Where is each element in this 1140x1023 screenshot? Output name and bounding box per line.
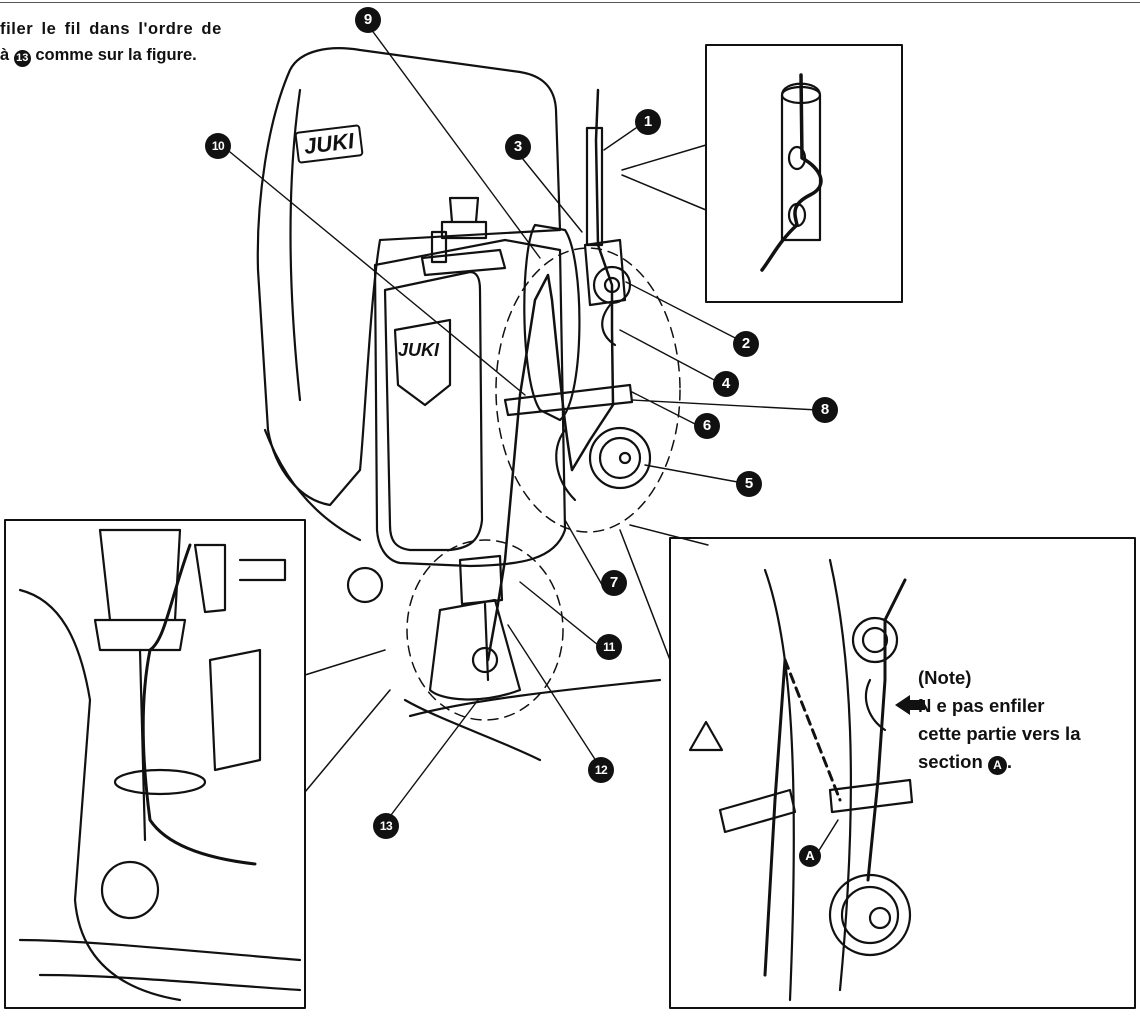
inset-thread-solid: [763, 578, 907, 977]
leader-lines: [229, 24, 819, 824]
cover-edge: [289, 88, 302, 402]
thread-path: [486, 88, 615, 662]
arrow-left-icon: [895, 695, 925, 715]
callout-3: 3: [505, 134, 531, 160]
callout-8: 8: [812, 397, 838, 423]
presser-foot: [428, 598, 522, 701]
plate-brand-logo: JUKI: [398, 340, 440, 360]
callout-7: 7: [601, 570, 627, 596]
note-title: (Note): [918, 667, 972, 688]
step-13-badge: 13: [13, 50, 31, 67]
take-up-lever: [523, 223, 581, 422]
needle-guide-ring: [471, 646, 499, 674]
callout-10: 10: [205, 133, 231, 159]
inset-thread: [760, 73, 823, 272]
inset-top-right: [705, 44, 903, 303]
tension-disc-lower: [588, 426, 652, 490]
cover-lower: [263, 428, 362, 542]
callout-13: 13: [373, 813, 399, 839]
callout-2: 2: [733, 331, 759, 357]
callout-9: 9: [355, 7, 381, 33]
callout-11: 11: [596, 634, 622, 660]
inset-base: [18, 938, 302, 992]
callout-4: 4: [713, 371, 739, 397]
bed: [403, 678, 662, 762]
inset-guide-pin: [718, 778, 914, 834]
warning-triangle-icon: [688, 720, 724, 752]
needle: [483, 602, 490, 682]
callout-6: 6: [694, 413, 720, 439]
zoom-circle-needle: [406, 539, 564, 721]
inset-bracket: [193, 543, 287, 614]
inset-pointer-a: [817, 819, 839, 853]
inset-thread-dashed: [783, 658, 842, 802]
guide-bar-8: [503, 383, 634, 417]
callout-5: 5: [736, 471, 762, 497]
top-knob: [440, 196, 488, 240]
inset-pointer-tr: [621, 144, 707, 211]
knee-knob: [346, 566, 384, 604]
zoom-circle-tension: [495, 247, 681, 533]
callout-1: 1: [635, 109, 661, 135]
face-plate-inner: [383, 270, 484, 552]
inset-tension-upper: [851, 616, 899, 664]
instruction-line-1: filer le fil dans l'ordre de: [0, 20, 222, 38]
inset-bottom-left: [4, 519, 306, 1009]
tension-post-top: [583, 238, 627, 307]
note-line-3: section A.: [918, 748, 1080, 776]
top-bar: [420, 248, 507, 277]
face-plate: [373, 238, 567, 568]
needle-bar: [458, 554, 504, 606]
inset-frame-post: [763, 558, 853, 1002]
marker-a: A: [799, 845, 821, 867]
check-spring-7: [555, 428, 577, 502]
note-line-1: N e pas enfiler: [918, 695, 1045, 716]
inset-pointer-bl: [304, 649, 391, 793]
juki-shield: [393, 318, 452, 407]
note-line-2: cette partie vers la: [918, 723, 1081, 744]
threading-instruction: filer le fil dans l'ordre de à 13 comme …: [0, 16, 222, 68]
inset-guide-ring: [113, 768, 207, 796]
inset-needle-bar: [93, 528, 187, 652]
callout-12: 12: [588, 757, 614, 783]
inset-bottom-right: [669, 537, 1136, 1009]
instruction-line-2: à 13 comme sur la figure.: [0, 42, 222, 68]
threading-note: (Note) N e pas enfiler cette partie vers…: [918, 664, 1080, 776]
top-pin: [430, 230, 448, 264]
top-rule: [0, 2, 1140, 3]
inset-thread: [141, 543, 257, 866]
inset-pointer-br: [619, 524, 709, 661]
section-a-badge: A: [987, 756, 1007, 775]
thread-post: [585, 126, 604, 247]
inset-guide-post: [780, 82, 822, 242]
machine-cover: [256, 47, 562, 507]
inset-body: [18, 588, 262, 1002]
